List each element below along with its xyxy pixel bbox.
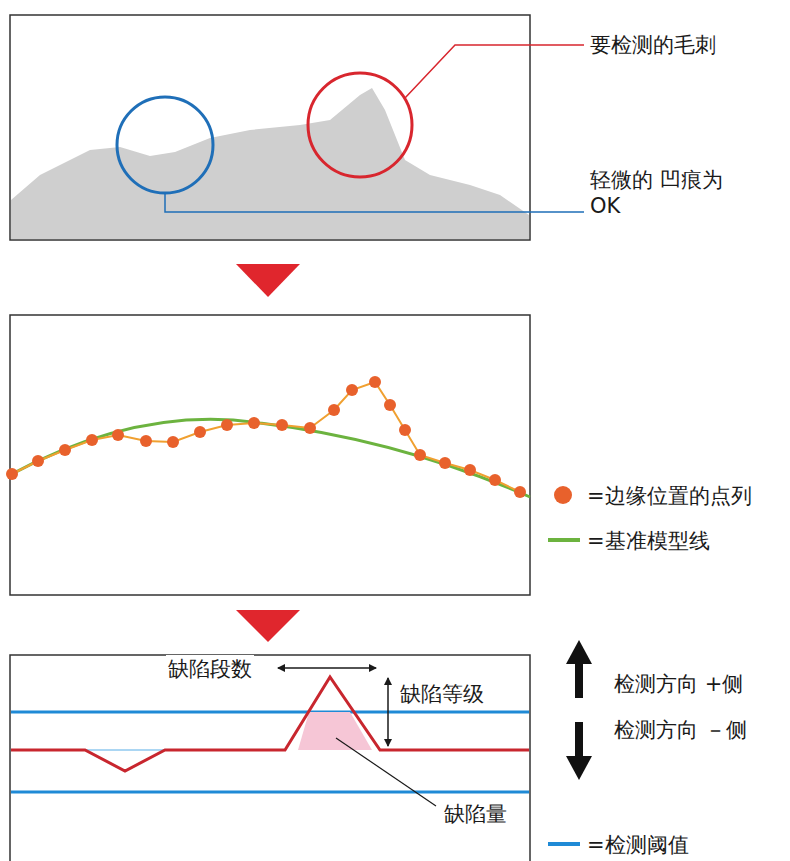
edge-point bbox=[59, 444, 71, 456]
leader-line bbox=[405, 45, 584, 98]
edge-point bbox=[414, 449, 426, 461]
edge-point bbox=[304, 422, 316, 434]
edge-point bbox=[194, 426, 206, 438]
edge-point bbox=[369, 376, 381, 388]
legend-line-sample bbox=[548, 842, 580, 846]
dimension-arrow bbox=[387, 678, 389, 746]
edge-point bbox=[384, 399, 396, 411]
legend-line-sample bbox=[548, 538, 580, 542]
step-arrow bbox=[236, 610, 300, 642]
leader-line bbox=[165, 193, 584, 212]
step-arrow bbox=[236, 264, 300, 297]
edge-point bbox=[248, 417, 260, 429]
label-text: 缺陷量 bbox=[442, 800, 509, 828]
deviation-line bbox=[11, 677, 529, 771]
label-text: 轻微的 凹痕为 OK bbox=[588, 166, 732, 221]
edge-point bbox=[6, 468, 18, 480]
edge-point bbox=[86, 434, 98, 446]
panel-frame bbox=[10, 655, 530, 861]
burr-circle bbox=[308, 73, 412, 177]
edge-point bbox=[140, 435, 152, 447]
edge-point bbox=[399, 424, 411, 436]
edge-point bbox=[221, 419, 233, 431]
direction-arrow bbox=[566, 756, 592, 780]
edge-point bbox=[112, 429, 124, 441]
edge-point bbox=[32, 455, 44, 467]
model-line bbox=[10, 419, 530, 497]
legend-text: =检测阈值 bbox=[585, 831, 691, 859]
label-text: 缺陷等级 bbox=[398, 680, 486, 708]
threshold-line bbox=[11, 791, 529, 794]
dimension-arrow bbox=[278, 667, 376, 669]
direction-arrow bbox=[575, 660, 583, 698]
edge-point bbox=[167, 436, 179, 448]
label-text: 缺陷段数 bbox=[166, 655, 254, 683]
edge-point bbox=[276, 419, 288, 431]
edge-point bbox=[346, 384, 358, 396]
edge-silhouette bbox=[11, 88, 529, 239]
threshold-line bbox=[11, 711, 529, 714]
edge-point bbox=[464, 464, 476, 476]
direction-arrow bbox=[575, 722, 583, 760]
legend-text: =基准模型线 bbox=[585, 527, 712, 555]
base-line bbox=[85, 749, 165, 751]
point-polyline bbox=[12, 382, 520, 492]
label-text: 检测方向 +侧 bbox=[612, 670, 745, 698]
panel-frame bbox=[10, 315, 530, 595]
defect-area bbox=[298, 712, 372, 750]
direction-arrow bbox=[566, 640, 592, 664]
label-text: 要检测的毛刺 bbox=[588, 31, 718, 59]
legend-swatch bbox=[554, 486, 572, 504]
edge-point bbox=[328, 404, 340, 416]
leader-line bbox=[336, 738, 436, 806]
edge-point bbox=[489, 474, 501, 486]
dent-circle bbox=[117, 97, 213, 193]
edge-point bbox=[514, 486, 526, 498]
legend-text: =边缘位置的点列 bbox=[585, 482, 754, 510]
label-text: 检测方向 －侧 bbox=[612, 716, 749, 744]
edge-point bbox=[439, 457, 451, 469]
